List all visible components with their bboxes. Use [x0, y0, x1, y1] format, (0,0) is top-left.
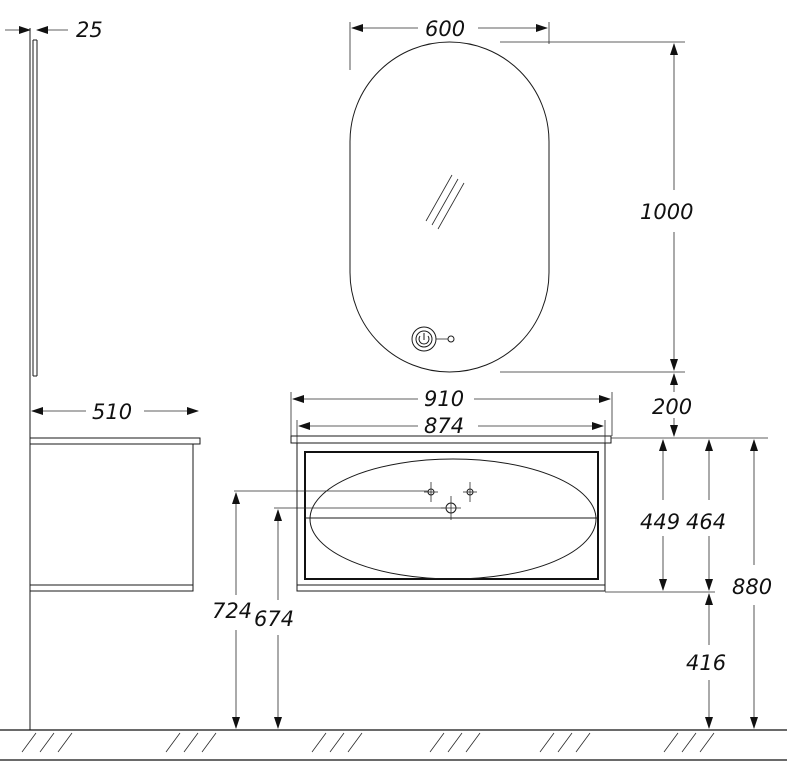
mirror-side-profile [32, 39, 38, 377]
dim-text-1000: 1000 [640, 200, 693, 224]
cabinet-side-profile [29, 437, 201, 592]
cabinet-front: 910 874 449 464 880 [212, 387, 772, 729]
dim-text-449: 449 [640, 510, 680, 534]
power-touch-icon [411, 326, 455, 352]
floor-line [0, 729, 787, 761]
tap-hole-right [463, 482, 477, 502]
dim-text-464: 464 [686, 510, 726, 534]
dim-text-200: 200 [652, 395, 692, 419]
dim-text-874: 874 [424, 414, 464, 438]
plinth-front [296, 584, 606, 592]
dim-text-674: 674 [254, 607, 294, 631]
dim-text-510: 510 [92, 400, 132, 424]
dim-gap-above-cabinet: 200 [652, 373, 692, 437]
dim-mirror-height: 1000 [500, 41, 693, 373]
countertop-side [29, 437, 201, 445]
dim-basin-top-height: 724 [212, 490, 428, 729]
dim-text-910: 910 [424, 387, 464, 411]
dim-mirror-width: 600 [349, 17, 550, 70]
floor-hatching [21, 732, 715, 753]
dim-text-416: 416 [686, 651, 726, 675]
side-view: 25 510 [5, 18, 201, 730]
dim-text-25: 25 [76, 18, 103, 42]
dim-text-880: 880 [732, 575, 772, 599]
mirror-outline [349, 41, 550, 373]
dim-drawer-height: 449 [640, 439, 680, 591]
dim-cabinet-height: 464 [686, 439, 726, 591]
glass-reflection-icon [425, 174, 465, 230]
dim-overflow-height: 674 [254, 507, 445, 729]
dim-text-724: 724 [212, 599, 252, 623]
dim-cabinet-depth: 510 [31, 400, 199, 424]
plinth-side [29, 584, 194, 592]
mirror-front: 600 1000 200 [349, 17, 693, 437]
dim-text-600: 600 [425, 17, 465, 41]
dim-floor-clearance: 416 [686, 593, 726, 729]
tap-hole-left [424, 482, 438, 502]
dim-total-height: 880 [732, 439, 772, 729]
dim-mirror-depth: 25 [5, 18, 103, 42]
dim-body-width: 874 [296, 414, 606, 443]
dim-top-width: 910 [290, 387, 613, 436]
basin-outline [309, 458, 597, 580]
